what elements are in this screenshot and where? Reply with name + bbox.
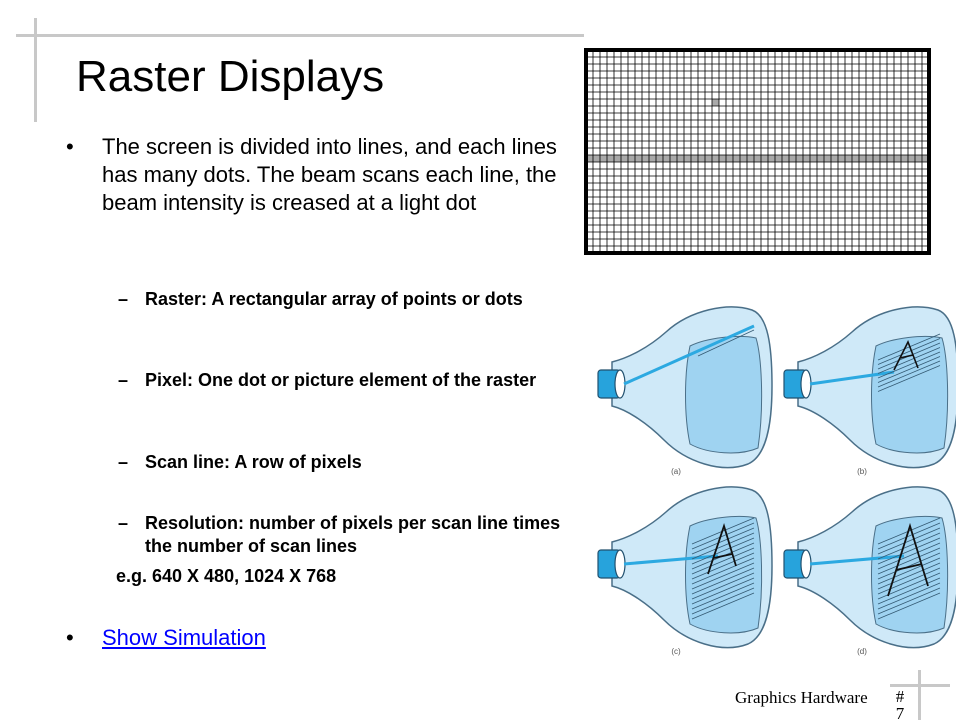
sub-item-marker: – <box>118 370 129 390</box>
panel-label: (d) <box>857 647 867 656</box>
electron-beam <box>809 554 905 566</box>
crt-beam-figure: (a) (b) (c) (d) <box>597 306 956 656</box>
pixel-highlight <box>712 99 719 106</box>
crt-panel: (b) <box>783 306 956 476</box>
letter-a-partial <box>893 340 919 371</box>
sub-item-text: Pixel: One dot or picture element of the… <box>145 370 537 390</box>
bullet-marker: • <box>66 625 74 650</box>
bullet-text: The screen is divided into lines, and ea… <box>102 134 557 215</box>
decor-vertical-line-bottom <box>918 670 921 720</box>
scan-lines <box>697 329 755 357</box>
decor-horizontal-line-top <box>16 34 584 37</box>
grid-lines <box>586 50 929 253</box>
crt-panel: (c) <box>597 486 773 656</box>
panel-label: (c) <box>671 647 681 656</box>
resolution-example: e.g. 640 X 480, 1024 X 768 <box>116 566 337 586</box>
footer-text: Graphics Hardware <box>735 688 868 707</box>
sub-item-marker: – <box>118 452 129 472</box>
slide-title: Raster Displays <box>76 52 385 101</box>
crt-panel: (d) <box>783 486 956 656</box>
panel-label: (b) <box>857 467 867 476</box>
letter-a <box>707 523 737 575</box>
scan-line-highlight <box>586 155 929 162</box>
raster-grid-figure <box>584 48 931 255</box>
sub-item-text: Raster: A rectangular array of points or… <box>145 289 523 309</box>
grid-background <box>586 50 929 253</box>
electron-beam <box>623 324 755 386</box>
crt-tube-shape <box>597 486 773 649</box>
sub-item-marker: – <box>118 513 129 533</box>
electron-beam <box>623 554 719 566</box>
grid-border <box>584 48 931 255</box>
panel-label: (a) <box>671 467 681 476</box>
sub-item-marker: – <box>118 289 129 309</box>
crt-tube-shape <box>783 306 956 469</box>
electron-beam <box>809 370 895 386</box>
decor-horizontal-line-bottom <box>890 684 950 687</box>
crt-panel: (a) <box>597 306 773 476</box>
decor-vertical-line-top <box>34 18 37 122</box>
show-simulation-link[interactable]: Show Simulation <box>102 625 266 650</box>
sub-item-text: Resolution: number of pixels per scan li… <box>145 513 561 556</box>
sub-item-text: Scan line: A row of pixels <box>145 452 362 472</box>
page-number: # 7 <box>895 687 905 723</box>
letter-a <box>887 522 929 597</box>
bullet-marker: • <box>66 134 74 159</box>
